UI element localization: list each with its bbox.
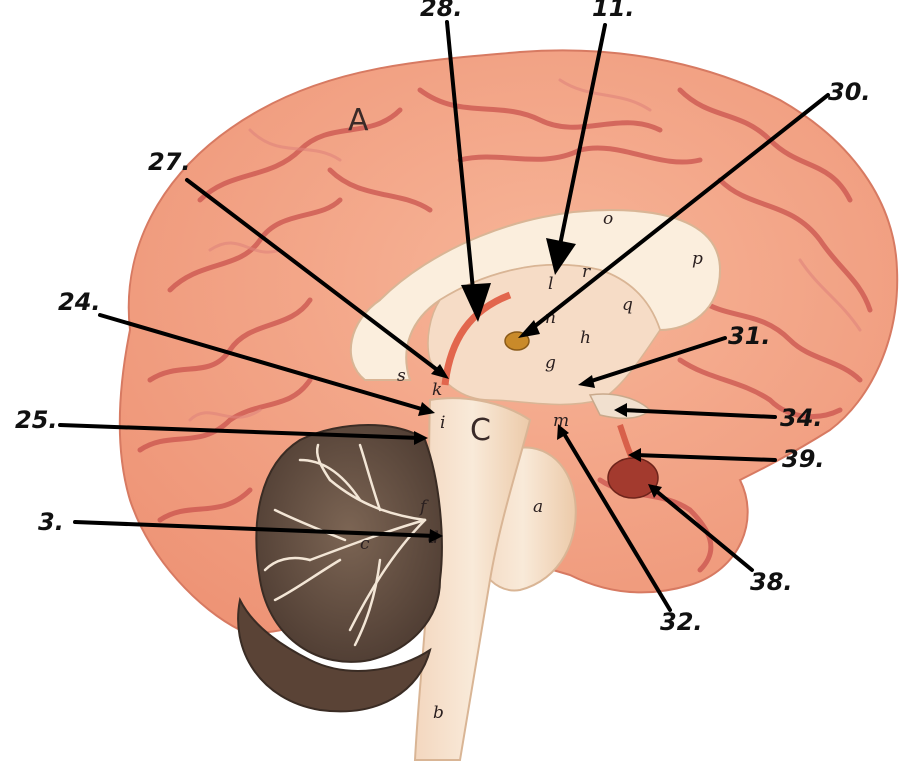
letter-C: C	[470, 413, 491, 448]
letter-a: a	[533, 497, 543, 517]
label-27: 27.	[148, 148, 191, 176]
number-labels: 28. 11. 30. 27. 24. 31. 25. 34. 39. 3. 3…	[15, 0, 871, 636]
arrowhead-30	[518, 320, 540, 338]
arbor-vitae	[263, 443, 427, 647]
label-34: 34.	[780, 404, 823, 432]
letter-i: i	[440, 413, 445, 433]
arrowhead-32	[557, 424, 569, 440]
letter-p: p	[692, 249, 703, 269]
label-24: 24.	[58, 288, 101, 316]
letter-g: g	[545, 353, 556, 373]
arrowhead-39	[628, 448, 641, 462]
pointer-39	[633, 453, 777, 462]
arrowhead-38	[648, 484, 662, 498]
pointer-28	[445, 20, 476, 302]
label-11: 11.	[592, 0, 635, 22]
letter-c: c	[360, 534, 370, 554]
cerebellum	[255, 424, 443, 663]
arrowhead-11	[546, 238, 576, 275]
arrowhead-34	[614, 403, 627, 417]
letter-r: r	[582, 262, 591, 282]
label-31: 31.	[728, 322, 771, 350]
label-38: 38.	[750, 568, 793, 596]
letter-l: l	[548, 274, 553, 294]
pointer-11	[558, 23, 607, 247]
pituitary-gland	[607, 457, 659, 499]
letter-b: b	[433, 703, 444, 723]
letter-o: o	[603, 209, 613, 229]
letter-A: A	[348, 103, 369, 138]
fornix-stripe	[441, 291, 512, 386]
pointer-3	[73, 520, 437, 538]
arrowhead-31	[578, 375, 595, 388]
label-3: 3.	[38, 508, 64, 536]
pointer-27	[185, 178, 442, 374]
pointer-31	[583, 336, 727, 385]
letter-k: k	[432, 380, 442, 400]
letter-s: s	[397, 366, 406, 386]
arrowhead-28	[461, 283, 491, 322]
arrowhead-24	[418, 402, 435, 416]
letter-m: m	[553, 411, 569, 431]
pointer-lines	[58, 20, 830, 612]
arrowhead-25	[414, 431, 428, 445]
arrowhead-27	[431, 364, 449, 379]
cerebellum-lower	[237, 596, 432, 713]
label-28: 28.	[420, 0, 463, 22]
arrowhead-3	[429, 529, 443, 543]
letter-q: q	[622, 295, 633, 315]
letter-n: n	[545, 308, 556, 328]
pointer-24	[98, 313, 427, 412]
label-32: 32.	[660, 608, 703, 636]
pointer-38	[653, 488, 754, 572]
pointer-32	[561, 430, 672, 612]
letter-f: f	[418, 497, 429, 517]
letter-h: h	[580, 328, 591, 348]
pointer-30	[528, 93, 830, 332]
label-25: 25.	[15, 406, 58, 434]
pointer-25	[58, 423, 422, 440]
label-30: 30.	[828, 78, 871, 106]
pointer-34	[620, 408, 777, 419]
label-39: 39.	[782, 445, 825, 473]
